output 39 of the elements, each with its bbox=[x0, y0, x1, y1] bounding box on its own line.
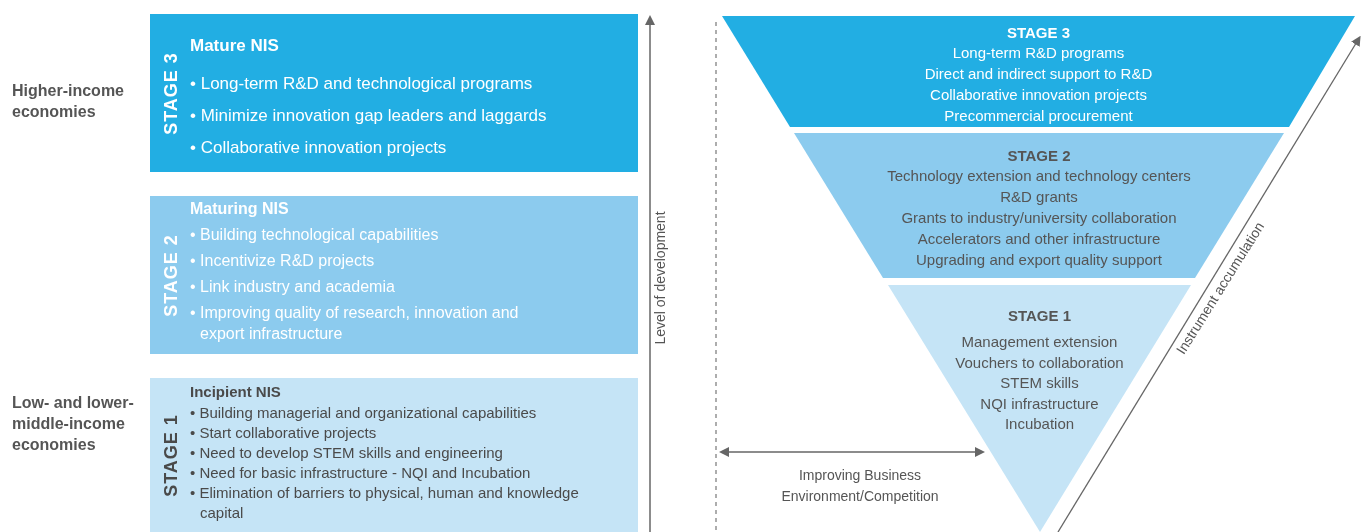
band-heading: STAGE 3 bbox=[1005, 24, 1072, 41]
instrument-item: NQI infrastructure bbox=[979, 394, 1100, 412]
income-group-label: Higher-income economies bbox=[12, 81, 125, 122]
stage-label: STAGE 3 bbox=[160, 51, 182, 135]
stage-box bbox=[150, 378, 638, 532]
instrument-item: R&D grants bbox=[999, 188, 1079, 205]
box-heading: Incipient NIS bbox=[190, 383, 281, 400]
bullet-item: • Building managerial and organizational capabilities bbox=[190, 403, 538, 423]
bullet-item: • Incentivize R&D projects bbox=[190, 251, 376, 271]
instrument-item: Precommercial procurement bbox=[943, 107, 1134, 124]
bullet-item: • Building technological capabilities bbox=[190, 225, 440, 245]
axis-label: Improving Business Environment/Competition bbox=[780, 466, 940, 506]
bullet-item: • Minimize innovation gap leaders and laggards bbox=[190, 105, 548, 127]
box-heading: Mature NIS bbox=[190, 36, 279, 56]
instrument-item: Direct and indirect support to R&D bbox=[923, 65, 1154, 82]
instrument-item: Collaborative innovation projects bbox=[929, 86, 1148, 103]
bullet-item: • Need to develop STEM skills and engineering bbox=[190, 443, 504, 463]
stage-label: STAGE 1 bbox=[160, 413, 182, 497]
instrument-item: Incubation bbox=[1003, 415, 1076, 432]
bullet-item: • Need for basic infrastructure - NQI and Incubation bbox=[190, 463, 532, 483]
stage-band bbox=[722, 16, 1355, 127]
band-heading: STAGE 2 bbox=[1006, 147, 1072, 164]
instrument-item: STEM skills bbox=[999, 374, 1080, 391]
band-heading: STAGE 1 bbox=[1006, 307, 1073, 324]
bullet-item: • Link industry and academia bbox=[190, 277, 396, 297]
stage-box bbox=[150, 196, 638, 354]
stage-box bbox=[150, 14, 638, 172]
axis-label: Level of development bbox=[652, 210, 668, 347]
bullet-item: • Collaborative innovation projects bbox=[190, 137, 448, 159]
instrument-item: Long-term R&D programs bbox=[951, 44, 1126, 61]
income-group-label: Low- and lower-middle-income economies bbox=[12, 393, 135, 455]
bullet-item: • Elimination of barriers to physical, human and knowledge capital bbox=[190, 483, 580, 523]
bullet-item: • Long-term R&D and technological programs bbox=[190, 73, 534, 95]
instrument-item: Vouchers to collaboration bbox=[954, 353, 1125, 371]
instrument-item: Technology extension and technology centers bbox=[886, 167, 1192, 184]
bullet-item: • Start collaborative projects bbox=[190, 423, 378, 443]
box-heading: Maturing NIS bbox=[190, 200, 289, 218]
bullet-item: • Improving quality of research, innovation and export infrastructure bbox=[190, 303, 520, 344]
stage-label: STAGE 2 bbox=[160, 233, 182, 317]
